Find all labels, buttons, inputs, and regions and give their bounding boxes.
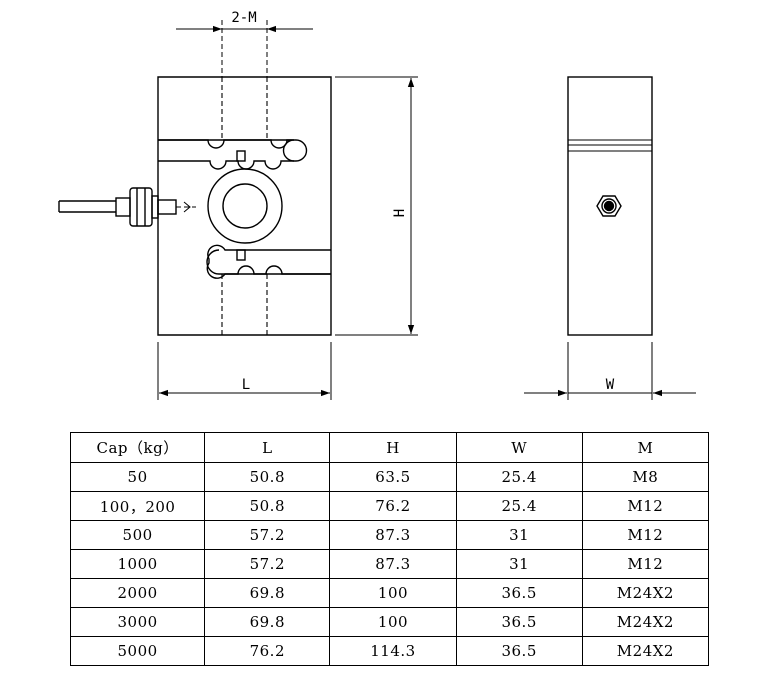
header-m: M [581, 432, 710, 463]
dimension-l-label: L [242, 377, 250, 393]
cell-cap: 50 [69, 462, 206, 492]
dimension-h [335, 76, 418, 336]
slot-pin-top [236, 150, 246, 162]
cell-h: 63.5 [329, 462, 457, 492]
cell-h: 100 [329, 578, 457, 608]
side-view [567, 76, 653, 336]
cell-w: 36.5 [455, 636, 583, 666]
cell-h: 114.3 [329, 636, 457, 666]
dimension-h-label: H [392, 209, 408, 217]
cell-l: 57.2 [204, 549, 331, 579]
header-h: H [329, 432, 457, 463]
cell-m: M12 [581, 491, 710, 521]
cell-l: 69.8 [204, 607, 331, 637]
table-row: 5000 76.2 114.3 36.5 M24X2 [69, 636, 710, 666]
table-row: 50 50.8 63.5 25.4 M8 [69, 462, 710, 492]
cell-m: M24X2 [581, 607, 710, 637]
cell-m: M24X2 [581, 578, 710, 608]
header-l: L [204, 432, 331, 463]
table-row: 2000 69.8 100 36.5 M24X2 [69, 578, 710, 608]
dimension-w [524, 342, 696, 400]
lower-slot [206, 249, 331, 275]
cell-h: 87.3 [329, 549, 457, 579]
cell-cap: 500 [69, 520, 206, 550]
cell-cap: 1000 [69, 549, 206, 579]
side-gland-outer [601, 198, 617, 214]
cell-cap: 2000 [69, 578, 206, 608]
cell-cap: 100，200 [69, 491, 206, 521]
cell-m: M8 [581, 462, 710, 492]
cell-h: 76.2 [329, 491, 457, 521]
cell-w: 25.4 [455, 491, 583, 521]
cell-m: M24X2 [581, 636, 710, 666]
cable-gland [58, 187, 196, 227]
cell-w: 31 [455, 549, 583, 579]
dimension-m [176, 20, 313, 77]
cell-h: 100 [329, 607, 457, 637]
cell-l: 50.8 [204, 462, 331, 492]
header-w: W [455, 432, 583, 463]
front-view [58, 76, 332, 336]
cell-w: 36.5 [455, 578, 583, 608]
dimension-l [157, 342, 332, 400]
cell-l: 69.8 [204, 578, 331, 608]
load-cell-drawing: 2-M H L W [58, 10, 696, 400]
dimension-m-label: 2-M [231, 10, 256, 26]
cell-w: 36.5 [455, 607, 583, 637]
table-header-row: Cap（kg） L H W M [69, 432, 710, 463]
cell-l: 76.2 [204, 636, 331, 666]
center-bore-inner [222, 183, 268, 229]
cell-w: 31 [455, 520, 583, 550]
side-body-outline [567, 76, 653, 336]
cell-m: M12 [581, 520, 710, 550]
capacity-dimension-table: Cap（kg） L H W M 50 50.8 63.5 25.4 M8 100… [69, 432, 710, 666]
cell-m: M12 [581, 549, 710, 579]
table-row: 100，200 50.8 76.2 25.4 M12 [69, 491, 710, 521]
cell-w: 25.4 [455, 462, 583, 492]
table-row: 500 57.2 87.3 31 M12 [69, 520, 710, 550]
cell-l: 57.2 [204, 520, 331, 550]
cell-h: 87.3 [329, 520, 457, 550]
cell-l: 50.8 [204, 491, 331, 521]
upper-slot [158, 139, 295, 162]
s-beam-body-outline [157, 76, 332, 336]
dimension-w-label: W [606, 377, 615, 393]
center-bore-outer [207, 168, 283, 244]
slot-pin-bottom [236, 249, 246, 261]
cell-cap: 3000 [69, 607, 206, 637]
cell-cap: 5000 [69, 636, 206, 666]
table-row: 3000 69.8 100 36.5 M24X2 [69, 607, 710, 637]
header-cap: Cap（kg） [69, 432, 206, 463]
table-row: 1000 57.2 87.3 31 M12 [69, 549, 710, 579]
side-gland-hex-icon [596, 195, 622, 217]
